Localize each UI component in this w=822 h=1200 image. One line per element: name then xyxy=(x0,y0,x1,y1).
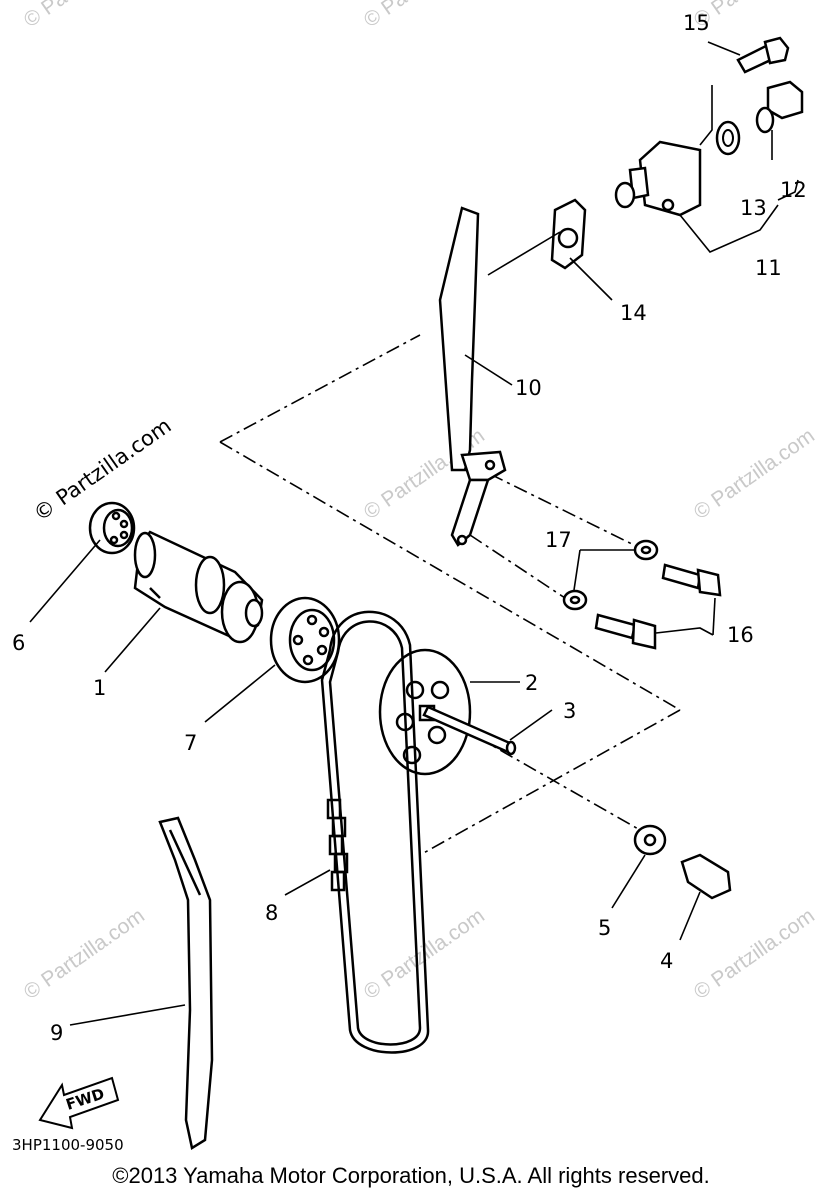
timing-chain xyxy=(320,610,430,1054)
diagram-code: 3HP1100-9050 xyxy=(12,1136,124,1154)
fwd-arrow-icon: FWD xyxy=(38,1076,120,1130)
guide-bolt xyxy=(661,563,722,597)
callout-11: 11 xyxy=(755,256,782,280)
callout-labels: 1 2 3 4 5 6 7 8 9 10 11 12 13 14 15 16 1… xyxy=(12,11,807,1045)
callout-1: 1 xyxy=(93,676,106,700)
callout-6: 6 xyxy=(12,631,25,655)
watermark: © Partzilla.com xyxy=(360,0,489,32)
watermark: © Partzilla.com xyxy=(690,904,819,1004)
callout-15: 15 xyxy=(683,11,710,35)
gasket-hole xyxy=(722,129,734,147)
callout-9: 9 xyxy=(50,1021,63,1045)
bearing-large xyxy=(269,596,341,684)
sprocket-bolt xyxy=(680,853,732,900)
callout-4: 4 xyxy=(660,949,673,973)
washer xyxy=(562,589,588,611)
callout-13: 13 xyxy=(740,196,767,220)
chain-guide-upper xyxy=(438,206,507,547)
tensioner-gasket xyxy=(550,198,587,270)
dowel-pin xyxy=(422,705,517,756)
callout-5: 5 xyxy=(598,916,611,940)
watermark: © Partzilla.com xyxy=(20,0,149,32)
leader-lines xyxy=(29,41,799,1026)
callout-2: 2 xyxy=(525,671,538,695)
callout-8: 8 xyxy=(265,901,278,925)
chain-guide-lower xyxy=(158,816,214,1150)
callout-3: 3 xyxy=(563,699,576,723)
plug-bolt xyxy=(755,80,804,134)
diagram-canvas: © Partzilla.com © Partzilla.com © Partzi… xyxy=(12,0,819,1154)
bearing-small xyxy=(88,501,136,555)
chain-tensioner xyxy=(614,140,702,217)
copyright-notice: ©2013 Yamaha Motor Corporation, U.S.A. A… xyxy=(112,1163,710,1188)
callout-7: 7 xyxy=(184,731,197,755)
callout-10: 10 xyxy=(515,376,542,400)
tensioner-bolt xyxy=(736,36,790,74)
washer xyxy=(633,539,659,561)
callout-16: 16 xyxy=(727,623,754,647)
callout-14: 14 xyxy=(620,301,647,325)
callout-12: 12 xyxy=(780,178,807,202)
watermark: © Partzilla.com xyxy=(20,904,149,1004)
camshaft xyxy=(133,530,264,644)
sprocket-washer xyxy=(633,824,667,856)
watermark: © Partzilla.com xyxy=(690,424,819,524)
callout-17: 17 xyxy=(545,528,572,552)
guide-bolt xyxy=(594,613,657,650)
